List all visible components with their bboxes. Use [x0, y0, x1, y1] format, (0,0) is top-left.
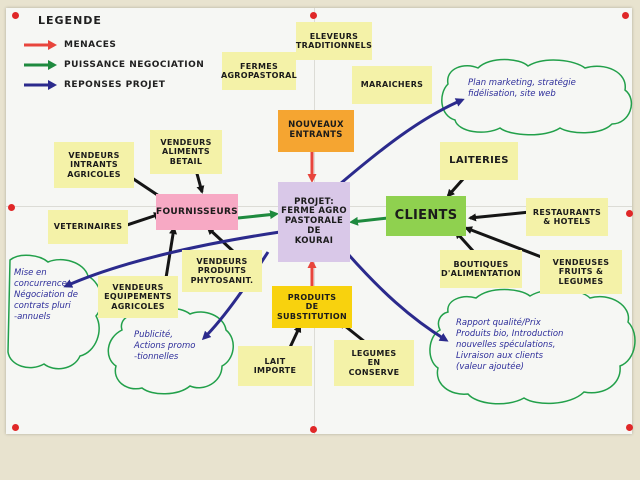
arrow-projet-publicite — [201, 251, 270, 341]
arrow-projet-concurrence — [63, 230, 281, 288]
pin-bottom-right — [626, 424, 633, 431]
pin-mid-right — [626, 210, 633, 217]
fournisseurs-note: FOURNISSEURS — [156, 194, 238, 230]
arrow-vendeuses-clients — [464, 226, 545, 260]
maraichers-note: MARAICHERS — [352, 66, 432, 104]
pin-bottom-left — [12, 424, 19, 431]
legend-label-menaces: MENACES — [64, 40, 117, 50]
arrow-veterinaires-fournisseurs — [123, 212, 162, 228]
eleveurs-traditionnels-note: ELEVEURS TRADITIONNELS — [296, 22, 372, 60]
vendeurs-phyto-note: VENDEURS PRODUITS PHYTOSANIT. — [182, 250, 262, 292]
vendeurs-intrants-note: VENDEURS INTRANTS AGRICOLES — [54, 142, 134, 188]
blue-arrow-icon — [24, 80, 57, 90]
vendeurs-equipements-note: VENDEURS EQUIPEMENTS AGRICOLES — [98, 276, 178, 318]
cloud-publicite-text: Publicité, Actions promo -tionnelles — [134, 330, 196, 363]
pin-top-middle — [310, 12, 317, 19]
arrow-clients-projet — [349, 216, 389, 226]
arrow-laiteries-clients — [446, 177, 466, 198]
legend: LEGENDE MENACES PUISSANCE NEGOCIATION RE… — [22, 12, 222, 102]
nouveaux-entrants-note: NOUVEAUX ENTRANTS — [278, 110, 354, 152]
cloud-marketing-outline — [441, 58, 633, 136]
produits-substitution-note: PRODUITS DE SUBSTITUTION — [272, 286, 352, 328]
fermes-agropastoral-note: FERMES AGROPASTORAL — [221, 52, 297, 90]
lait-importe-note: LAIT IMPORTE — [238, 346, 312, 386]
green-arrow-icon — [24, 60, 57, 70]
laiteries-note: LAITERIES — [440, 142, 518, 180]
project-center-note: PROJET: FERME AGRO PASTORALE DE KOURAI — [278, 182, 350, 262]
vendeurs-aliments-note: VENDEURS ALIMENTS BETAIL — [150, 130, 222, 174]
cloud-concurrence-outline — [7, 254, 103, 370]
pin-top-left — [12, 12, 19, 19]
vendeuses-fruits-legumes-note: VENDEUSES FRUITS & LEGUMES — [540, 250, 622, 294]
veterinaires-note: VETERINAIRES — [48, 210, 128, 244]
arrow-phyto-fournisseurs — [206, 226, 236, 254]
pin-mid-left — [8, 204, 15, 211]
restaurants-hotels-note: RESTAURANTS & HOTELS — [526, 198, 608, 236]
pin-bottom-middle — [310, 426, 317, 433]
clients-note: CLIENTS — [386, 196, 466, 236]
legend-label-negociation: PUISSANCE NEGOCIATION — [64, 60, 205, 70]
boutiques-alimentation-note: BOUTIQUES D'ALIMENTATION — [440, 250, 522, 288]
legend-label-reponses: REPONSES PROJET — [64, 80, 166, 90]
arrow-projet-marketing — [339, 98, 465, 186]
red-arrow-icon — [24, 40, 57, 50]
arrow-restaurants-clients — [468, 210, 531, 222]
legend-title: LEGENDE — [38, 14, 102, 27]
legumes-conserve-note: LEGUMES EN CONSERVE — [334, 340, 414, 386]
pin-top-right — [622, 12, 629, 19]
arrow-projet-qualite — [346, 253, 449, 342]
cloud-qualite-outline — [429, 288, 636, 405]
cloud-marketing-text: Plan marketing, stratégie fidélisation, … — [468, 78, 576, 100]
arrow-fournisseurs-projet — [237, 210, 279, 220]
cloud-qualite-text: Rapport qualité/Prix Produits bio, Intro… — [456, 318, 564, 373]
cloud-concurrence-text: Mise en concurrence Négociation de contr… — [14, 268, 79, 323]
